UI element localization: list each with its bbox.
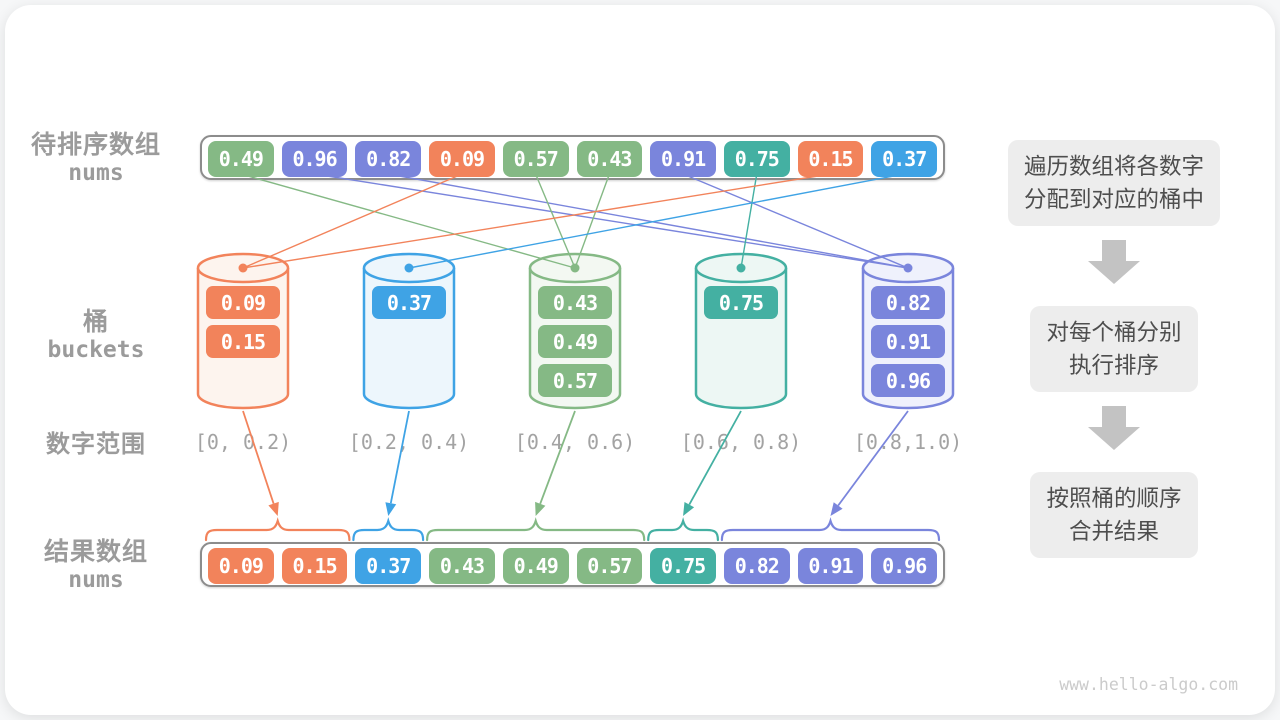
- buckets-label-en: buckets: [47, 337, 145, 363]
- bucket-item: 0.96: [871, 364, 945, 397]
- process-flow-panel: 遍历数组将各数字分配到对应的桶中对每个桶分别执行排序按照桶的顺序合并结果: [1002, 140, 1226, 558]
- bucket: 0.09 0.15: [196, 252, 290, 412]
- process-step-box: 遍历数组将各数字分配到对应的桶中: [1007, 140, 1220, 226]
- result-array-cell: 0.91: [797, 548, 864, 584]
- bucket-items: 0.37: [372, 286, 446, 325]
- range-row-label-zh: 数字范围: [46, 431, 146, 458]
- result-array-cell: 0.96: [871, 548, 938, 584]
- result-array-cell: 0.49: [502, 548, 569, 584]
- bucket-item: 0.49: [538, 325, 612, 358]
- bucket-item: 0.75: [704, 286, 778, 319]
- bucket-items: 0.75: [704, 286, 778, 325]
- bucket: 0.75: [694, 252, 788, 412]
- process-step-line: 对每个桶分别: [1046, 320, 1182, 345]
- process-step-line: 按照桶的顺序: [1046, 486, 1182, 511]
- source-array-cell: 0.09: [429, 141, 495, 177]
- bucket-items: 0.43 0.49 0.57: [538, 286, 612, 403]
- source-array-cell: 0.82: [355, 141, 422, 177]
- range-label: [0.2, 0.4): [348, 430, 470, 454]
- source-array-cell: 0.37: [871, 141, 938, 177]
- bucket-item: 0.91: [871, 325, 945, 358]
- buckets-label: 桶 buckets: [12, 308, 180, 364]
- bucket-cylinder-icon: [694, 252, 788, 410]
- bucket-items: 0.09 0.15: [206, 286, 280, 364]
- source-array-cell: 0.96: [281, 141, 348, 177]
- buckets-label-zh: 桶: [82, 308, 109, 336]
- source-array-cell: 0.91: [650, 141, 716, 177]
- source-array-label-en: nums: [68, 160, 124, 186]
- result-array-cell: 0.09: [208, 548, 274, 584]
- range-label: [0.8,1.0): [853, 430, 963, 454]
- result-array-cell: 0.43: [429, 548, 495, 584]
- bucket-item: 0.82: [871, 286, 945, 319]
- range-label: [0.6, 0.8): [680, 430, 802, 454]
- flow-down-arrow-icon: [1086, 240, 1142, 290]
- process-step-line: 分配到对应的桶中: [1023, 187, 1204, 212]
- source-array-label-zh: 待排序数组: [30, 131, 161, 159]
- flow-down-arrow-icon: [1086, 406, 1142, 456]
- result-array-label: 结果数组 nums: [12, 538, 180, 594]
- bucket-item: 0.37: [372, 286, 446, 319]
- bucket: 0.82 0.91 0.96: [861, 252, 955, 412]
- process-step-line: 合并结果: [1068, 519, 1159, 544]
- source-array-cell: 0.43: [576, 141, 643, 177]
- range-label: [0, 0.2): [194, 430, 292, 454]
- source-array-cell: 0.75: [723, 141, 790, 177]
- result-array-cell: 0.57: [576, 548, 643, 584]
- range-label: [0.4, 0.6): [514, 430, 636, 454]
- bucket-items: 0.82 0.91 0.96: [871, 286, 945, 403]
- result-array-label-zh: 结果数组: [43, 538, 148, 566]
- watermark: www.hello-algo.com: [1059, 675, 1238, 694]
- source-array-cell: 0.49: [208, 141, 274, 177]
- bucket-item: 0.15: [206, 325, 280, 358]
- result-array-cell: 0.37: [355, 548, 422, 584]
- process-step-box: 对每个桶分别执行排序: [1030, 306, 1198, 392]
- bucket-item: 0.43: [538, 286, 612, 319]
- source-array-cell: 0.57: [502, 141, 569, 177]
- result-array-label-en: nums: [68, 567, 124, 593]
- source-array-label: 待排序数组 nums: [12, 131, 180, 187]
- bucket-item: 0.09: [206, 286, 280, 319]
- process-step-line: 执行排序: [1068, 353, 1159, 378]
- bucket: 0.43 0.49 0.57: [528, 252, 622, 412]
- result-array-cell: 0.75: [650, 548, 716, 584]
- range-row-label: 数字范围: [12, 431, 180, 459]
- bucket: 0.37: [362, 252, 456, 412]
- bucket-item: 0.57: [538, 364, 612, 397]
- process-step-box: 按照桶的顺序合并结果: [1030, 472, 1198, 558]
- source-array-cell: 0.15: [797, 141, 864, 177]
- bucket-cylinder-icon: [362, 252, 456, 410]
- process-step-line: 遍历数组将各数字: [1023, 154, 1204, 179]
- result-array-cell: 0.82: [723, 548, 790, 584]
- result-array-cell: 0.15: [281, 548, 348, 584]
